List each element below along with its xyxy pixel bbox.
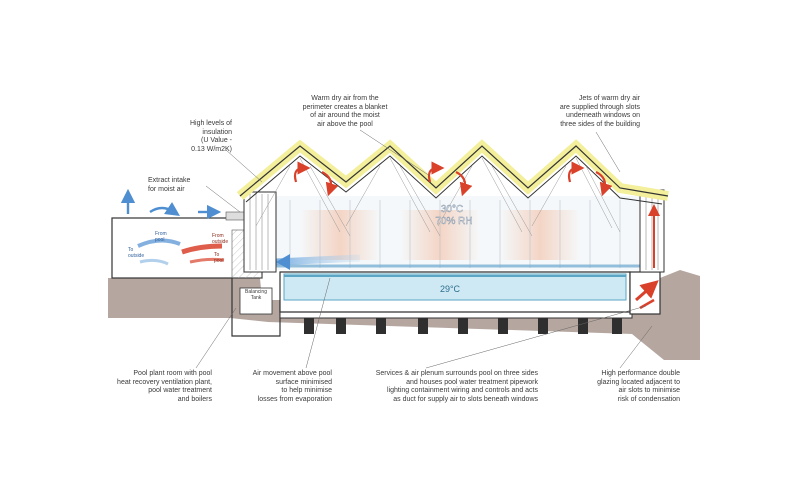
service-plenum — [629, 271, 661, 315]
left-wall — [243, 191, 277, 273]
services-plenum-note: Services & air plenum surrounds pool on … — [375, 370, 538, 403]
warm-air-arrows — [293, 161, 613, 197]
pool-water — [283, 273, 627, 301]
air-temperature-label: 30°C — [441, 204, 463, 215]
to-pool-label: To pool — [214, 252, 224, 264]
glazing-note: High performance double glazing located … — [597, 370, 680, 403]
leader-lines — [195, 129, 653, 369]
to-outside-label: To outside — [128, 247, 145, 259]
warm-air-blanket-note: Warm dry air from the perimeter creates … — [302, 95, 388, 128]
plant-room-note: Pool plant room with pool heat recovery … — [117, 370, 212, 403]
extract-intake-note: Extract intake for moist air — [148, 177, 191, 193]
air-jets-note: Jets of warm dry air are supplied throug… — [559, 95, 640, 128]
sawtooth-roof — [236, 139, 669, 237]
insulation-note: High levels of insulation (U Value - 0.1… — [189, 120, 232, 153]
humidity-label: 70% RH — [435, 216, 472, 227]
pool-tank — [279, 271, 631, 313]
extract-arrows — [120, 188, 222, 220]
from-outside-label: From outside — [212, 233, 229, 245]
air-movement-note: Air movement above pool surface minimise… — [252, 370, 332, 403]
water-temperature-label: 29°C — [440, 284, 461, 294]
balancing-tank — [231, 278, 281, 337]
balancing-tank-label: Balancing Tank — [245, 289, 267, 301]
from-pool-label: From pool — [155, 231, 167, 243]
